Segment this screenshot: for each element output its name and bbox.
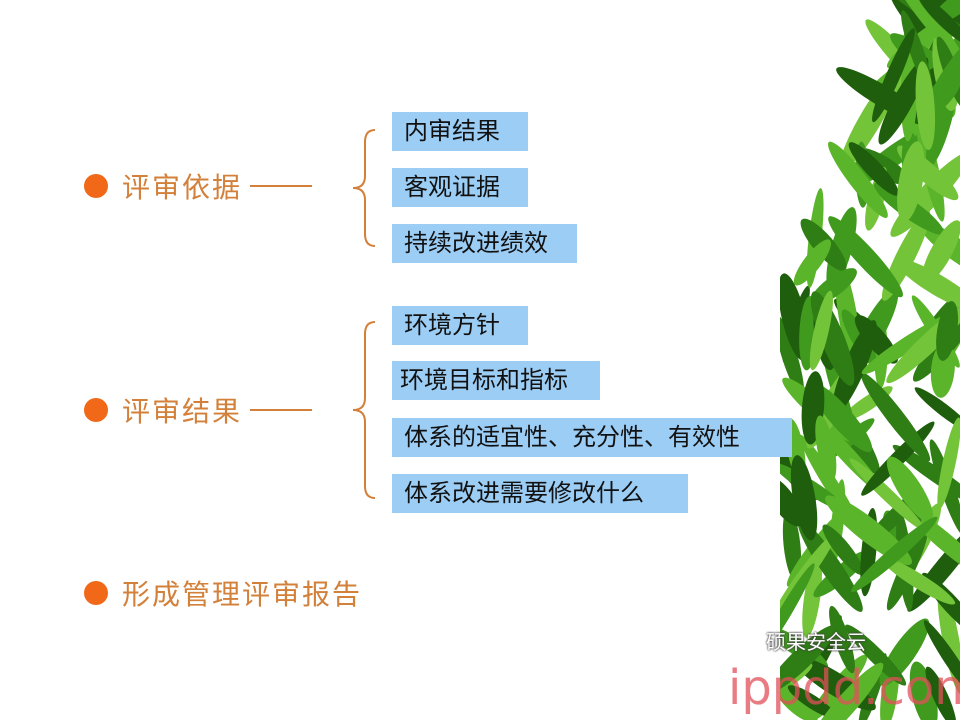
bamboo-leaf (793, 239, 832, 286)
bamboo-leaf (815, 415, 837, 481)
heading-report: 形成管理评审报告 (122, 578, 363, 611)
bamboo-leaf (921, 220, 960, 284)
bamboo-leaf (851, 516, 938, 593)
item-box: 持续改进绩效 (392, 224, 577, 263)
bamboo-leaf (797, 519, 863, 612)
bamboo-leaf (810, 268, 857, 306)
bamboo-leaf (881, 557, 956, 605)
bullet-dot-icon (84, 398, 108, 422)
item-box: 环境目标和指标 (392, 361, 600, 400)
heading-review-basis: 评审依据 (122, 171, 243, 204)
item-box: 内审结果 (392, 112, 528, 151)
brace-icon (352, 321, 376, 499)
bullet-review-results: 评审结果 (84, 390, 313, 430)
bamboo-leaf (918, 0, 960, 46)
bamboo-leaf (886, 456, 934, 523)
item-box: 体系改进需要修改什么 (392, 474, 688, 513)
bamboo-leaf (878, 57, 929, 145)
bullet-report: 形成管理评审报告 (84, 573, 362, 613)
bamboo-leaf (802, 557, 822, 638)
bamboo-leaf (809, 290, 833, 371)
bullet-dot-icon (84, 581, 108, 605)
bamboo-leaf (780, 314, 805, 397)
watermark-site: ippdd.com (728, 660, 960, 716)
bamboo-leaf (787, 685, 837, 719)
bamboo-leaf (832, 320, 877, 415)
bamboo-leaf (780, 677, 818, 720)
bamboo-leaf (897, 141, 925, 222)
bamboo-leaf (780, 563, 815, 661)
bamboo-leaf (829, 605, 855, 674)
item-box: 环境方针 (392, 306, 528, 345)
item-box: 客观证据 (392, 168, 528, 207)
bamboo-decoration (780, 0, 960, 720)
bamboo-leaf (937, 417, 960, 510)
bamboo-leaf (808, 662, 884, 720)
heading-review-results: 评审结果 (122, 395, 243, 428)
bamboo-leaf (915, 61, 936, 150)
watermark-channel: 硕果安全云 (766, 630, 866, 654)
bamboo-leaf (828, 216, 903, 298)
bamboo-leaf (780, 625, 837, 694)
brace-icon (352, 129, 376, 247)
bamboo-leaf (822, 524, 864, 576)
bamboo-leaf (825, 495, 912, 565)
bamboo-leaf (923, 620, 960, 705)
bamboo-leaf (936, 301, 959, 361)
bamboo-leaf (810, 382, 873, 453)
connector-line (250, 185, 313, 187)
bamboo-leaf (872, 28, 915, 123)
bamboo-leaf (918, 220, 960, 279)
bamboo-leaf (790, 455, 818, 541)
bamboo-leaf (860, 372, 931, 462)
bamboo-leaf (845, 624, 907, 686)
bamboo-leaf (909, 661, 938, 720)
bamboo-leaf (780, 476, 804, 527)
bamboo-leaf (848, 142, 899, 196)
item-box: 体系的适宜性、充分性、有效性 (392, 418, 792, 457)
bullet-review-basis: 评审依据 (84, 166, 313, 206)
bamboo-leaf (828, 141, 888, 219)
bamboo-leaf (925, 666, 957, 720)
bullet-dot-icon (84, 174, 108, 198)
bamboo-leaf (849, 458, 925, 531)
connector-line (250, 409, 313, 411)
bamboo-leaf (892, 0, 960, 64)
